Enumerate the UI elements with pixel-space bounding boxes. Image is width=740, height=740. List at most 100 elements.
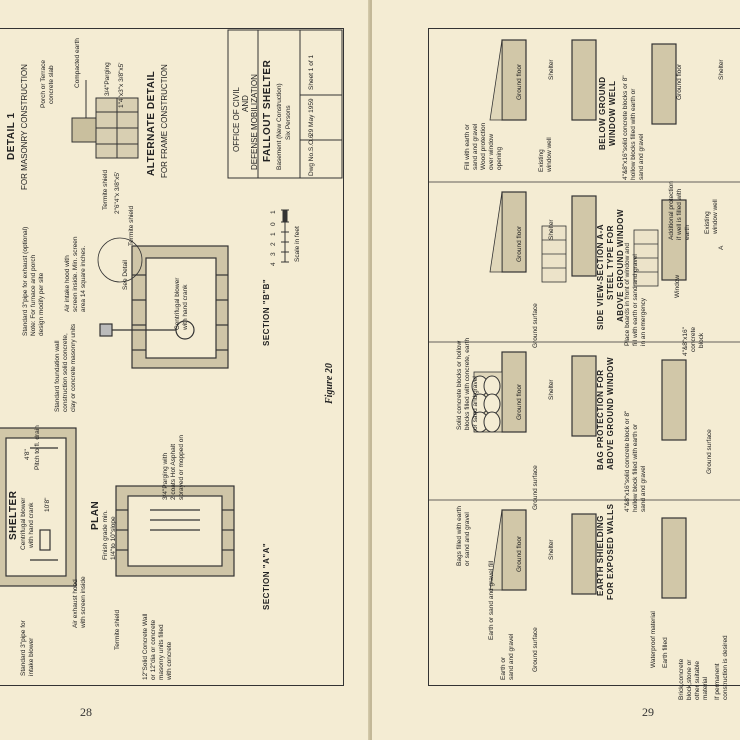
figure-caption: Figure 20 <box>324 363 335 404</box>
label-exhaust-screen: with screen inside <box>80 576 87 628</box>
title-type: Basement (New Construction) <box>276 83 283 170</box>
heading-well: BELOW GROUND <box>598 76 607 150</box>
title-date: 29 May 1959 <box>308 98 315 136</box>
label-construction: construction is desired <box>722 635 729 700</box>
label-solid-block2: 4"&8"x16"solid concrete blocks or 8" <box>622 75 629 180</box>
heading-side: SIDE VIEW-SECTION A-A <box>596 223 605 330</box>
label-ground-floor-1: Ground floor <box>516 63 523 100</box>
label-ground-floor-5: Ground floor <box>516 535 523 572</box>
label-ground-surface-5: Ground surface <box>532 465 539 510</box>
alternate-subtitle: FOR FRAME CONSTRUCTION <box>160 64 169 178</box>
label-block-label2: concrete <box>690 327 697 352</box>
label-block-stone: block,stone or <box>686 659 693 700</box>
label-opening: opening <box>496 146 503 170</box>
plan-drawing <box>0 427 77 587</box>
plan-dim-a: 10'8" <box>44 497 51 512</box>
label-earth: earth <box>684 225 691 240</box>
label-sprayed: sprayed or mopped on <box>178 434 185 500</box>
title-dwg-no: Dwg No.S.O.6 <box>308 134 315 176</box>
label-slab: concrete slab <box>48 65 55 104</box>
label-ground-surface-7: Ground surface <box>532 627 539 672</box>
right-page: EARTH SHIELDING FOR EXPOSED WALLS BAG PR… <box>372 0 740 740</box>
label-solid-blocks2: blocks filled with concrete, earth <box>464 337 471 430</box>
right-page-frame <box>428 28 740 686</box>
section-a-drawing <box>115 485 235 577</box>
label-ground-surface-6: Ground surface <box>706 429 713 474</box>
label-over: over window <box>488 133 495 170</box>
section-b-label: SECTION "B"B" <box>262 278 271 346</box>
label-block-label: 4"&8"x16" <box>682 327 689 356</box>
scale-bar <box>281 209 289 263</box>
label-ground-floor-3: Ground floor <box>516 225 523 262</box>
label-sand-gravel2: sand and gravel <box>472 123 479 170</box>
label-hollow: hollow block filled with earth or <box>632 423 639 512</box>
label-exhaust-note: Note: For furnace and porch <box>30 254 37 336</box>
label-parging2: 3/4"Parging with <box>162 452 169 500</box>
page-number-right: 29 <box>642 705 654 719</box>
title-office: OFFICE OF CIVIL <box>232 87 241 152</box>
right-page-drawings <box>428 39 740 599</box>
label-solid-blocks3: or sand and gravel <box>472 376 479 430</box>
label-exhaust-hood: Air exhaust hood <box>72 579 79 628</box>
label-termite: Termite shield <box>102 169 109 210</box>
label-bolt: 2"6"4"x 3/8"x5' <box>114 171 121 214</box>
label-window-well2: window well <box>712 199 719 234</box>
label-slope: 1/4"to 10"slope <box>110 516 117 560</box>
label-intake-screen: screen inside. Min. screen <box>72 236 79 312</box>
label-crank: with hand crank <box>182 284 189 330</box>
label-sand: sand and gravel <box>640 465 647 512</box>
label-termite3: Termite shield <box>114 609 121 650</box>
title-size: Six Persons <box>285 105 292 140</box>
detail-1-subtitle: FOR MASONRY CONSTRUCTION <box>20 64 29 190</box>
label-finish-grade: Finish grade min. <box>102 510 109 560</box>
heading-bag2: ABOVE GROUND WINDOW <box>606 356 615 470</box>
page-number-left: 28 <box>80 705 92 719</box>
label-intake-blower: intake blower <box>28 637 35 676</box>
label-coats: 2 coats Hot Asphalt <box>170 443 177 500</box>
label-foundation-wall: Standard foundation wall <box>54 340 61 412</box>
detail-walls <box>501 39 687 599</box>
label-bags: Bags filled with earth <box>456 506 463 566</box>
panel-dividers <box>428 181 740 501</box>
label-shelter-4: Shelter <box>548 379 555 400</box>
plan-crank-label: with hand crank <box>28 502 35 548</box>
label-termite2: Termite shield <box>128 205 135 246</box>
alternate-title: ALTERNATE DETAIL <box>146 70 157 176</box>
heading-earth-shielding2: FOR EXPOSED WALLS <box>606 503 615 600</box>
label-exhaust-pipe: Standard 3"pipe for exhaust (optional) <box>22 226 29 336</box>
label-ground-surface-4: Ground surface <box>532 303 539 348</box>
label-foundation-wall2: construction solid concrete, <box>62 333 69 412</box>
label-wood: Wood protection <box>480 122 487 170</box>
heading-bag: BAG PROTECTION FOR <box>596 369 605 470</box>
label-earth-filled: Earth filled <box>662 637 669 668</box>
scale-tick-3: 3 <box>270 252 277 256</box>
label-window-well: window well <box>546 137 553 172</box>
label-parging: 3/4"Parging <box>104 62 111 96</box>
title-mobilization: DEFENSE MOBILIZATION <box>250 74 259 170</box>
label-intake-hood: Air intake hood with <box>64 255 71 312</box>
label-fill-earth: Fill with earth or <box>464 124 471 170</box>
label-ground-floor-2: Ground floor <box>676 63 683 100</box>
detail-1-drawing <box>71 80 139 159</box>
block-walls <box>541 225 659 287</box>
label-blower: Centrifugal blower <box>174 277 181 330</box>
scale-tick-4: 4 <box>270 262 277 266</box>
left-page: OFFICE OF CIVIL AND DEFENSE MOBILIZATION… <box>0 28 344 719</box>
section-a-label: SECTION "A"A" <box>262 542 271 610</box>
plan-dim-b: 4'8" <box>24 449 31 460</box>
scale-tick-2: 2 <box>270 242 277 246</box>
label-shelter-1: Shelter <box>548 59 555 80</box>
label-shelter-2: Shelter <box>718 59 725 80</box>
label-material: material <box>702 676 709 700</box>
label-solid-wall3: masonry units filled <box>158 624 165 680</box>
label-solid-wall4: with concrete <box>166 641 173 680</box>
plan-label: PLAN <box>90 500 101 530</box>
title-sheet: Sheet 1 of 1 <box>308 54 315 90</box>
label-existing: Existing <box>538 149 545 172</box>
book-gutter <box>368 0 374 740</box>
label-plate: 1"4"x3"x 3/8"x5' <box>118 62 125 108</box>
label-compacted: Compacted earth <box>74 38 81 88</box>
label-other: other suitable <box>694 660 701 700</box>
label-intake-pipe: Standard 3"pipe for <box>20 620 27 676</box>
